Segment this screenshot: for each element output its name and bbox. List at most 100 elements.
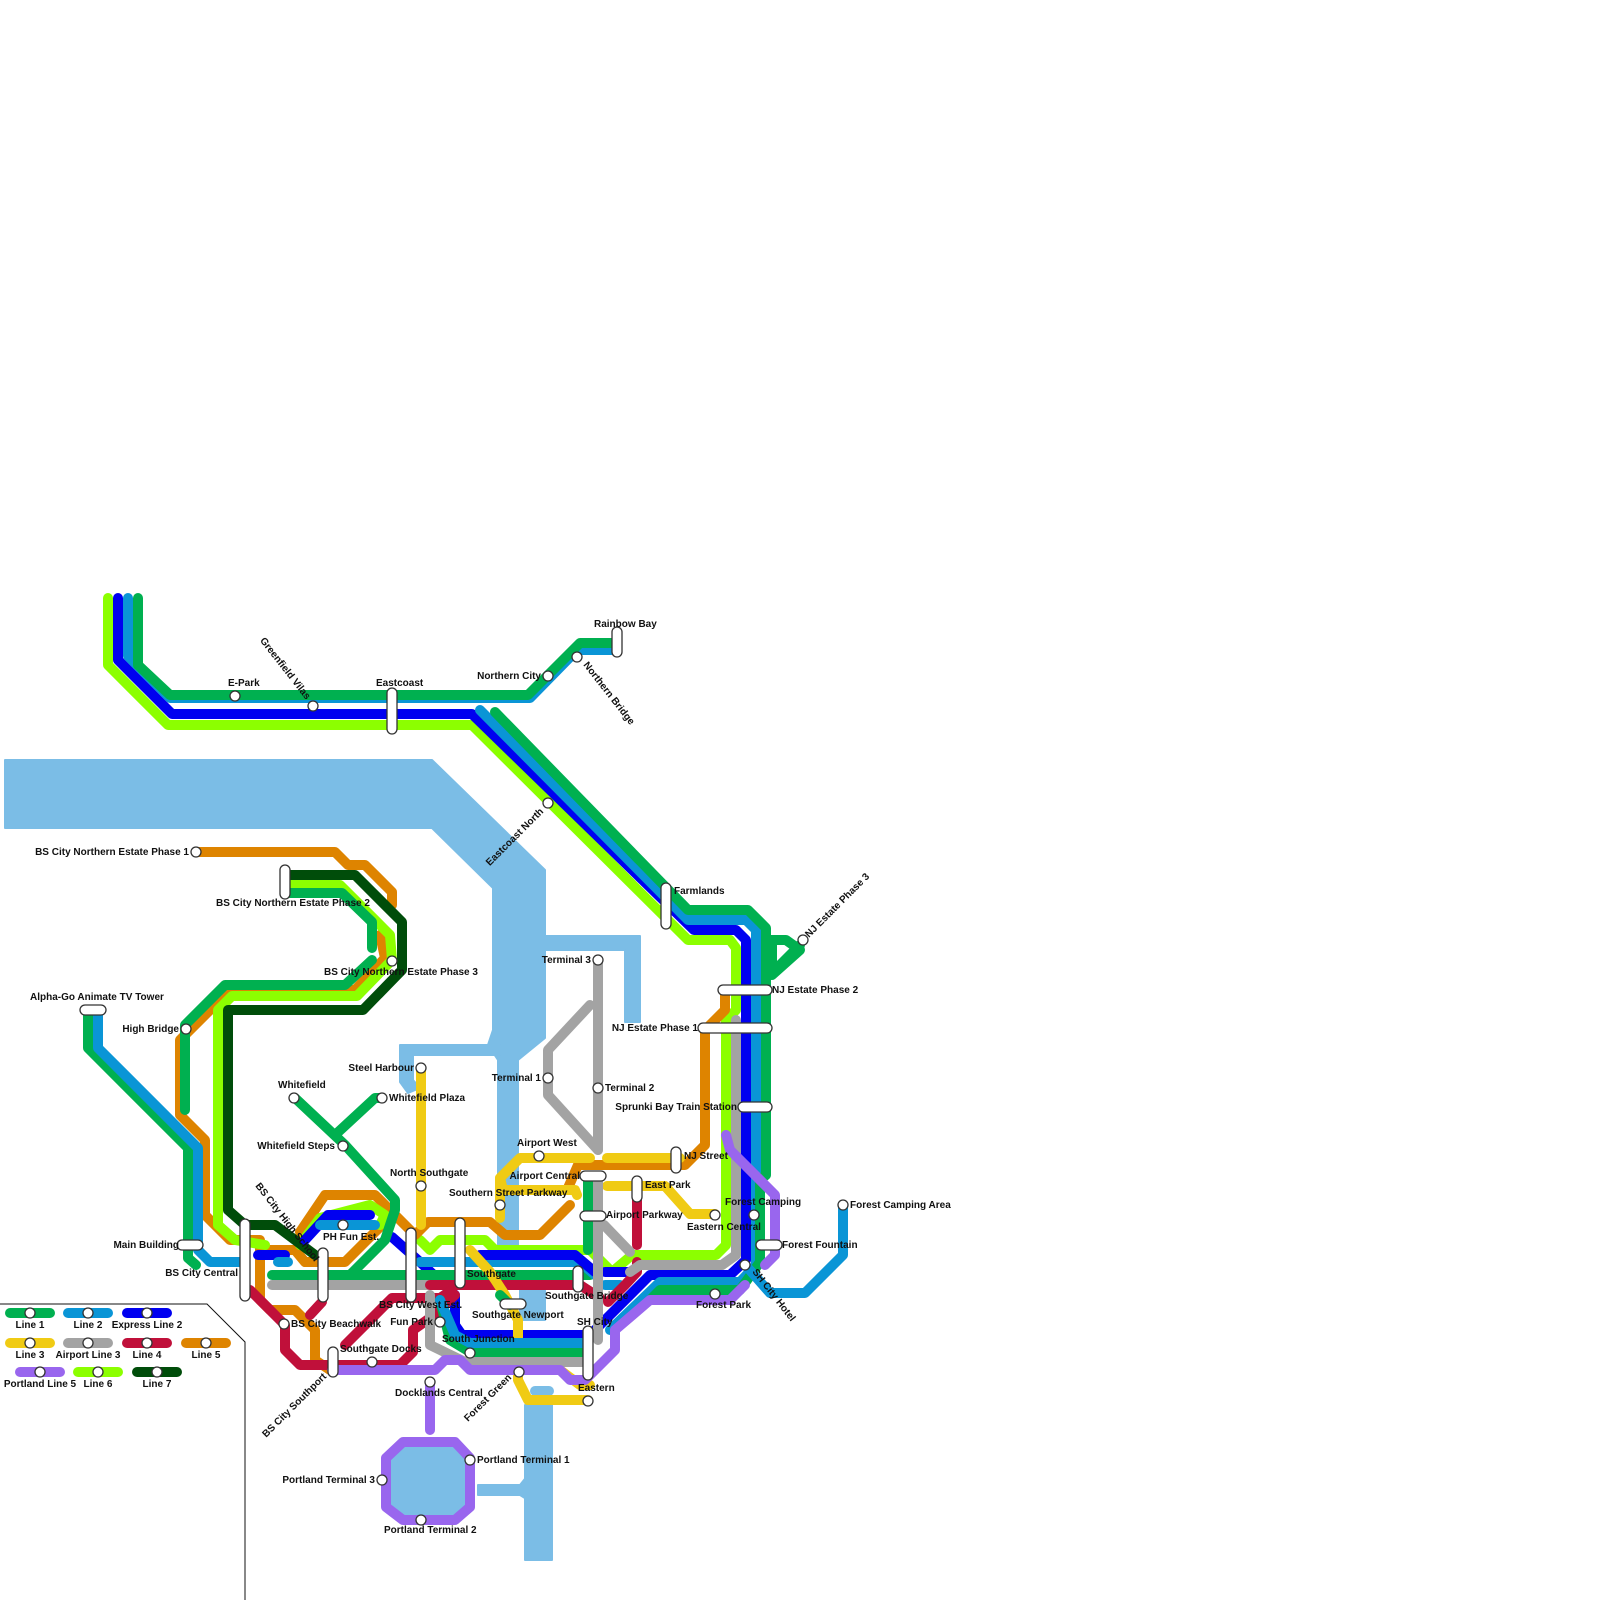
station-nj-estate-phase-1[interactable] <box>697 1022 773 1034</box>
station-bs-city-beachwalk[interactable] <box>278 1318 290 1330</box>
station-sh-city-hotel[interactable] <box>739 1259 751 1271</box>
station-north-southgate[interactable] <box>415 1180 427 1192</box>
station-label: Eastern <box>578 1383 615 1394</box>
line2-route <box>435 1295 593 1348</box>
station-terminal-2[interactable] <box>592 1082 604 1094</box>
station-label: Portland Terminal 3 <box>282 1475 375 1486</box>
station-airport-west[interactable] <box>533 1150 545 1162</box>
station-terminal-1[interactable] <box>542 1072 554 1084</box>
line1-route <box>83 1010 201 1270</box>
station-label: Airport Central <box>509 1171 580 1182</box>
station-bs-city-west-est[interactable] <box>405 1227 417 1303</box>
station-high-bridge[interactable] <box>180 1023 192 1035</box>
station-southern-street-parkway[interactable] <box>494 1199 506 1211</box>
station-label: Southgate <box>467 1269 516 1280</box>
station-southgate[interactable] <box>454 1217 466 1289</box>
station-farmlands[interactable] <box>660 882 672 930</box>
station-nj-estate-phase-2[interactable] <box>717 984 773 996</box>
station-label: Northern Bridge <box>581 660 637 728</box>
station-main-building[interactable] <box>176 1239 204 1251</box>
airport3-route <box>543 1000 603 1155</box>
station-label: Southern Street Parkway <box>449 1188 568 1199</box>
station-whitefield-steps[interactable] <box>337 1140 349 1152</box>
station-layer <box>79 626 849 1526</box>
station-e-park[interactable] <box>229 690 241 702</box>
station-sprunki-bay-train-station[interactable] <box>737 1101 773 1113</box>
station-nj-estate-phase-3[interactable] <box>797 934 809 946</box>
station-eastern[interactable] <box>582 1395 594 1407</box>
station-nj-street[interactable] <box>670 1146 682 1174</box>
station-docklands-central[interactable] <box>424 1376 436 1388</box>
station-label: BS City Beachwalk <box>291 1319 381 1330</box>
station-forest-green[interactable] <box>513 1366 525 1378</box>
legend-station-icon <box>141 1307 153 1319</box>
station-forest-park[interactable] <box>709 1288 721 1300</box>
station-east-park[interactable] <box>631 1175 643 1203</box>
line5-route <box>295 1190 575 1240</box>
legend-label: Line 5 <box>192 1350 221 1361</box>
station-whitefield-plaza[interactable] <box>376 1092 388 1104</box>
legend-station-icon <box>82 1307 94 1319</box>
station-bs-city-southport[interactable] <box>327 1346 339 1378</box>
line1-route <box>330 1093 387 1140</box>
station-portland-terminal-1[interactable] <box>464 1454 476 1466</box>
station-bs-city-central[interactable] <box>239 1218 251 1302</box>
station-sh-city[interactable] <box>582 1325 594 1381</box>
station-forest-fountain[interactable] <box>755 1239 783 1251</box>
water-body <box>544 935 641 1023</box>
line1-route <box>133 593 617 700</box>
station-airport-central[interactable] <box>579 1170 607 1182</box>
legend-label: Line 2 <box>74 1320 103 1331</box>
station-bs-city-northern-estate-phase-3[interactable] <box>386 955 398 967</box>
line2-route <box>475 705 761 1335</box>
station-bs-city-northern-estate-phase-2[interactable] <box>279 864 291 900</box>
station-eastern-central[interactable] <box>709 1209 721 1221</box>
legend-border <box>0 1303 246 1600</box>
station-rainbow-bay[interactable] <box>611 626 623 658</box>
legend-station-icon <box>141 1337 153 1349</box>
station-label: South Junction <box>442 1334 515 1345</box>
station-alpha-go-animate-tv-tower[interactable] <box>79 1004 107 1016</box>
station-bs-city-northern-estate-phase-1[interactable] <box>190 846 202 858</box>
legend-station-icon <box>24 1307 36 1319</box>
station-southgate-docks[interactable] <box>366 1356 378 1368</box>
station-terminal-3[interactable] <box>592 954 604 966</box>
station-label: Whitefield Steps <box>257 1141 335 1152</box>
station-portland-terminal-3[interactable] <box>376 1474 388 1486</box>
station-ph-fun-est[interactable] <box>337 1219 349 1231</box>
station-forest-camping[interactable] <box>748 1209 760 1221</box>
station-steel-harbour[interactable] <box>415 1062 427 1074</box>
station-eastcoast[interactable] <box>386 687 398 735</box>
legend-label: Line 6 <box>84 1379 113 1390</box>
express2-route <box>475 1250 600 1277</box>
station-label: Terminal 3 <box>542 955 592 966</box>
station-label: Steel Harbour <box>348 1063 414 1074</box>
station-southgate-newport[interactable] <box>499 1298 527 1310</box>
line7-route <box>223 870 407 1260</box>
station-south-junction[interactable] <box>464 1347 476 1359</box>
station-portland-terminal-2[interactable] <box>415 1514 427 1526</box>
station-forest-camping-area[interactable] <box>837 1199 849 1211</box>
station-southgate-bridge[interactable] <box>572 1265 584 1293</box>
station-airport-parkway[interactable] <box>579 1210 607 1222</box>
station-northern-city[interactable] <box>542 670 554 682</box>
station-label: Whitefield <box>278 1080 326 1091</box>
station-label: BS City West Est. <box>379 1300 462 1311</box>
line3-route <box>495 1153 595 1223</box>
legend-station-icon <box>200 1337 212 1349</box>
legend-station-icon <box>82 1337 94 1349</box>
legend-label: Line 3 <box>16 1350 45 1361</box>
line6-route <box>103 593 741 1277</box>
station-bs-city-high-school[interactable] <box>317 1247 329 1303</box>
water-body <box>4 759 546 1251</box>
station-label: E-Park <box>228 678 260 689</box>
station-fun-park[interactable] <box>434 1316 446 1328</box>
station-label: BS City Southport <box>260 1371 329 1440</box>
station-greenfield-vilas[interactable] <box>307 700 319 712</box>
station-whitefield[interactable] <box>288 1092 300 1104</box>
route-layer <box>83 593 848 1525</box>
station-northern-bridge[interactable] <box>571 651 583 663</box>
station-eastcoast-north[interactable] <box>542 797 554 809</box>
station-label: Forest Camping Area <box>850 1200 951 1211</box>
